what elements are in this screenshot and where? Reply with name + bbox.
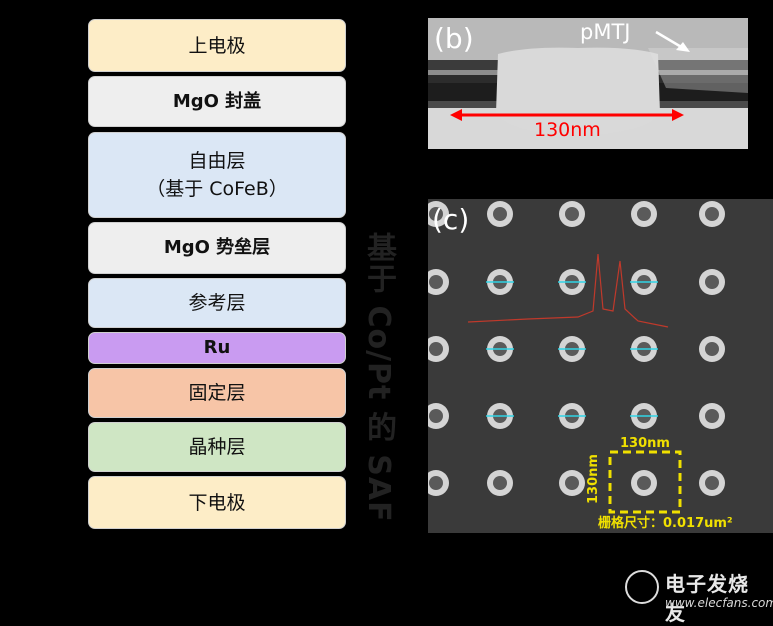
box-height-label: 130nm — [586, 454, 601, 504]
panel-c-label: (c) — [432, 203, 470, 236]
watermark: 电子发烧友 www.elecfans.com — [625, 566, 773, 625]
pmtj-label: pMTJ — [580, 20, 631, 44]
box-width-label: 130nm — [620, 436, 670, 451]
pillar — [428, 403, 449, 429]
layer-top-electrode: 上电极 — [88, 19, 346, 72]
layer-label: 固定层 — [188, 382, 246, 404]
layer-label: MgO 势垒层 — [163, 237, 271, 258]
elecfans-logo-icon — [625, 570, 659, 604]
layer-mgo-cap: MgO 封盖 — [88, 76, 346, 127]
pillar — [699, 269, 725, 295]
pillar — [487, 470, 513, 496]
pillar — [631, 201, 657, 227]
saf-vertical-label: 基于 Co/Pt 的 SAF — [361, 232, 396, 523]
dimension-label-130nm: 130nm — [534, 119, 601, 141]
pillar — [699, 470, 725, 496]
layer-bottom-electrode: 下电极 — [88, 476, 346, 529]
layer-label: Ru — [203, 337, 231, 358]
layer-label: 上电极 — [188, 34, 246, 57]
layer-seed: 晶种层 — [88, 422, 346, 472]
layer-label: MgO 封盖 — [172, 90, 262, 112]
watermark-url: www.elecfans.com — [665, 596, 773, 610]
pillar — [699, 336, 725, 362]
panel-c-sem-image: (c) 130nm 130nm 栅格尺寸：0.017um² — [428, 199, 773, 533]
panel-b-label: (b) — [434, 22, 474, 55]
pillar — [428, 470, 449, 496]
pillar — [559, 470, 585, 496]
intensity-profile-line — [467, 253, 669, 328]
layer-pinned: 固定层 — [88, 368, 346, 418]
layer-label: 参考层 — [188, 292, 246, 314]
layer-label: 晶种层 — [188, 436, 246, 458]
layer-free-layer: 自由层 （基于 CoFeB） — [88, 132, 346, 218]
layer-label: 自由层 （基于 CoFeB） — [146, 150, 288, 200]
pillar — [559, 201, 585, 227]
tem-cross-section — [428, 18, 748, 149]
pillar — [487, 201, 513, 227]
layer-label: 下电极 — [188, 491, 246, 514]
watermark-brand: 电子发烧友 — [665, 572, 749, 625]
pillar — [428, 201, 449, 227]
layer-mgo-barrier: MgO 势垒层 — [88, 222, 346, 274]
layer-reference: 参考层 — [88, 278, 346, 328]
pillar — [428, 336, 449, 362]
pitch-label: 栅格尺寸：0.017um² — [598, 516, 733, 531]
pillar — [699, 403, 725, 429]
pillar — [699, 201, 725, 227]
layer-ru: Ru — [88, 332, 346, 364]
panel-b-tem-image: (b) pMTJ 130nm — [428, 18, 748, 149]
pillar — [428, 269, 449, 295]
pillar — [631, 470, 657, 496]
pillar-array — [428, 201, 725, 514]
